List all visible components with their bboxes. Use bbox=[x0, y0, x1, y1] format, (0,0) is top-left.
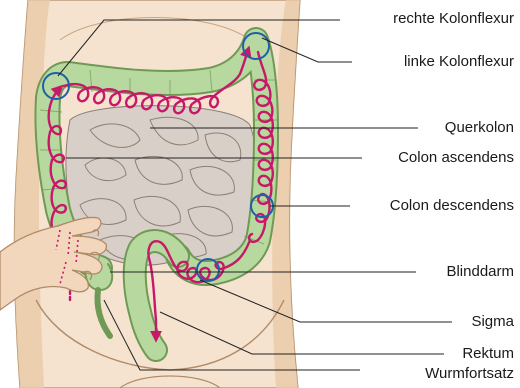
label-blinddarm: Blinddarm bbox=[446, 263, 514, 281]
label-colon-descendens: Colon descendens bbox=[390, 197, 514, 215]
label-linke-kolonflexur: linke Kolonflexur bbox=[404, 53, 514, 71]
label-rechte-kolonflexur: rechte Kolonflexur bbox=[393, 10, 514, 28]
label-colon-ascendens: Colon ascendens bbox=[398, 149, 514, 167]
label-querkolon: Querkolon bbox=[445, 119, 514, 137]
label-wurmfortsatz: Wurmfortsatz bbox=[425, 365, 514, 383]
label-rektum: Rektum bbox=[462, 345, 514, 363]
label-sigma: Sigma bbox=[471, 313, 514, 331]
